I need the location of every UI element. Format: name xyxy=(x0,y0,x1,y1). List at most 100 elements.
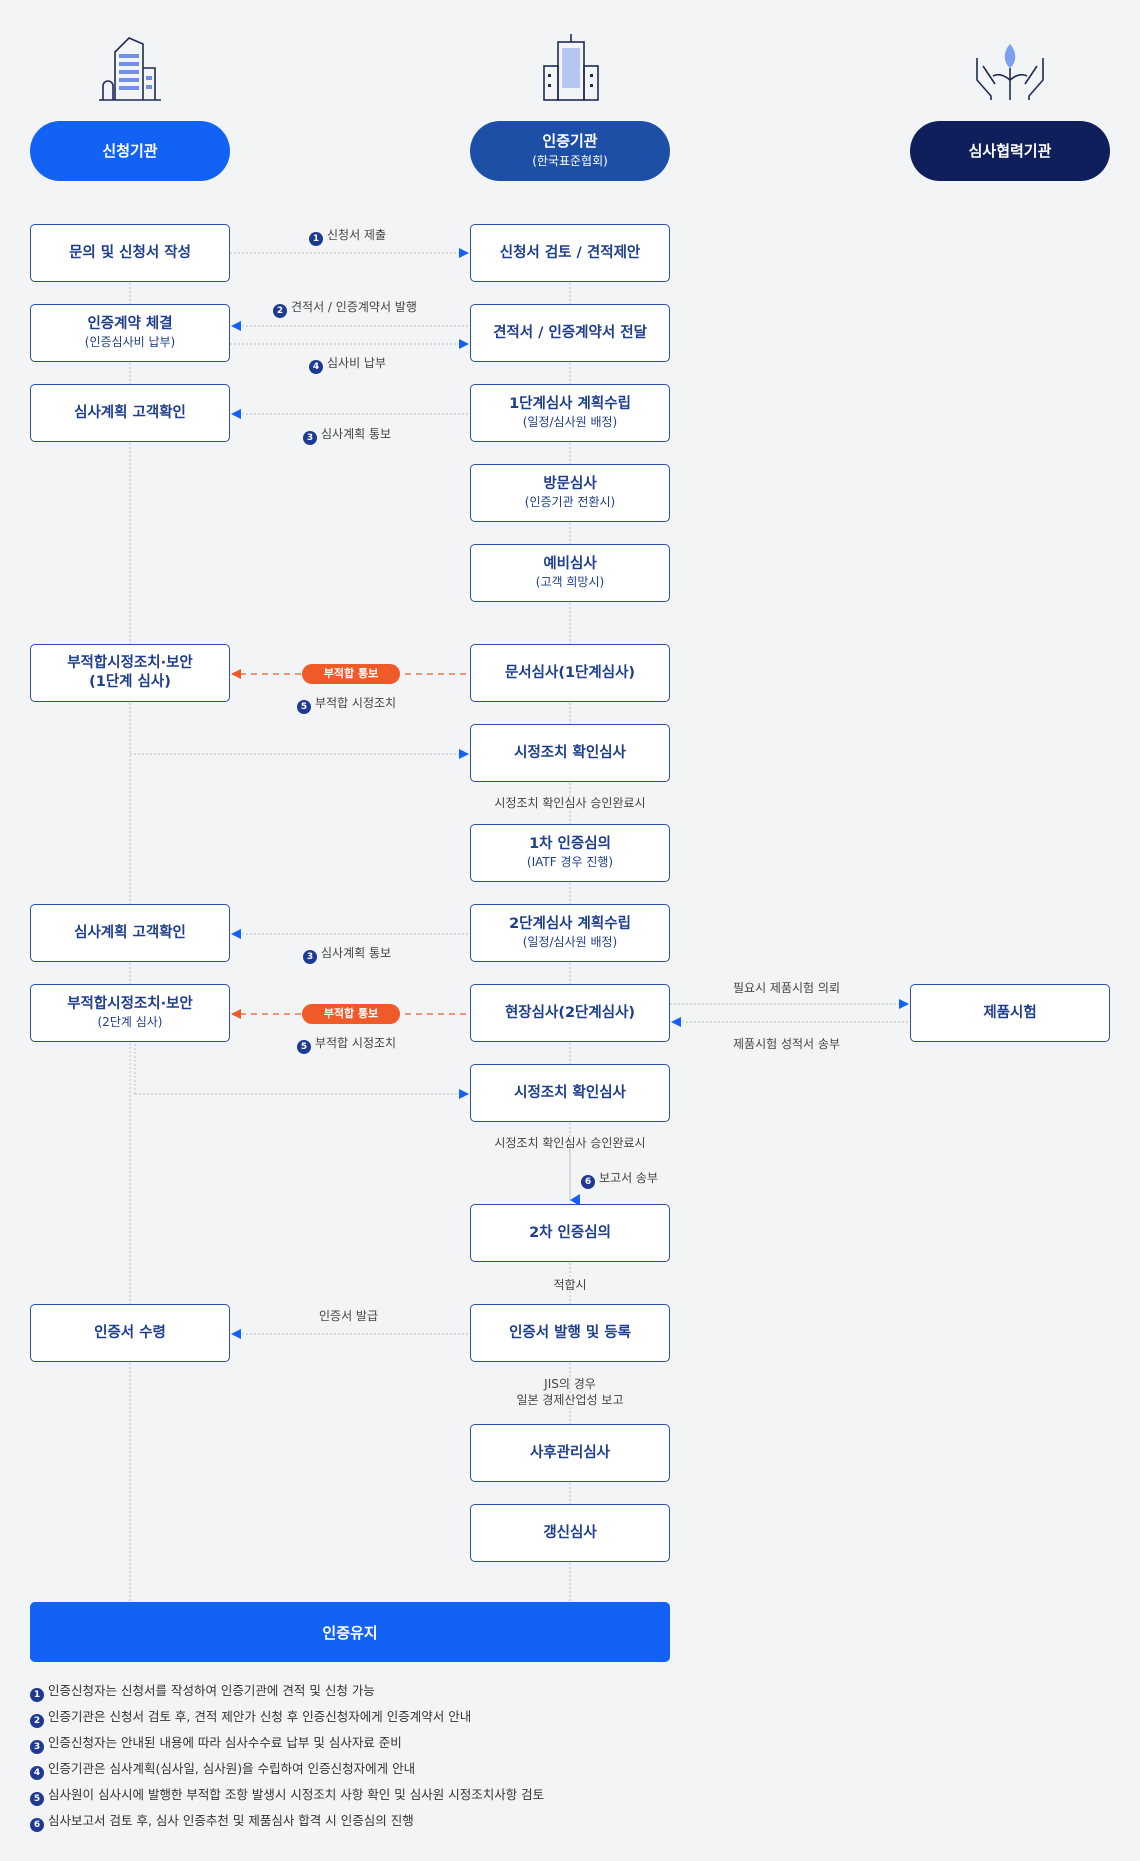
step-stage2-plan: 2단계심사 계획수립 (일정/심사원 배정) xyxy=(470,904,670,962)
step-number-badge: 1 xyxy=(309,232,323,246)
box-label: 문서심사(1단계심사) xyxy=(504,664,636,681)
office-building-icon xyxy=(99,37,161,101)
box-label: 사후관리심사 xyxy=(529,1444,611,1461)
step-second-review: 2차 인증심의 xyxy=(470,1204,670,1262)
box-sub-label: (인증기관 전환시) xyxy=(524,495,616,509)
label-verify-approved-2: 시정조치 확인심사 승인완료시 xyxy=(494,1136,646,1150)
step-number-badge: 3 xyxy=(303,950,317,964)
note-text: 인증신청자는 안내된 내용에 따라 심사수수료 납부 및 심사자료 준비 xyxy=(48,1735,402,1750)
step-number-badge: 5 xyxy=(30,1792,44,1806)
step-number-badge: 2 xyxy=(30,1714,44,1728)
applicant-header: 신청기관 xyxy=(30,121,230,181)
step-certificate-receipt: 인증서 수령 xyxy=(30,1304,230,1362)
note-text: 인증기관은 심사계획(심사일, 심사원)을 수립하여 인증신청자에게 안내 xyxy=(48,1761,416,1776)
step-document-audit: 문서심사(1단계심사) xyxy=(470,644,670,702)
box-label: 2차 인증심의 xyxy=(529,1224,611,1241)
box-label: 갱신심사 xyxy=(543,1524,597,1541)
step-product-test: 제품시험 xyxy=(910,984,1110,1042)
step-number-badge: 6 xyxy=(581,1175,595,1189)
partner-header-label: 심사협력기관 xyxy=(968,142,1052,160)
label-plan-notice-2: 3 심사계획 통보 xyxy=(303,945,391,964)
label-text: 심사계획 통보 xyxy=(321,427,392,441)
label-product-test-request: 필요시 제품시험 의뢰 xyxy=(733,981,840,995)
box-label: 현장심사(2단계심사) xyxy=(504,1004,636,1021)
step-number-badge: 5 xyxy=(297,700,311,714)
note-item: 5 심사원이 심사시에 발행한 부적합 조항 발생시 시정조치 사항 확인 및 심… xyxy=(30,1782,544,1808)
label-corrective-1: 5 부적합 시정조치 xyxy=(297,695,396,714)
step-number-badge: 6 xyxy=(30,1818,44,1832)
step-corrective-action-1: 부적합시정조치·보안 (1단계 심사) xyxy=(30,644,230,702)
box-label: 시정조치 확인심사 xyxy=(514,744,626,761)
cert-body-header-sub: (한국표준협회) xyxy=(532,154,608,168)
tower-building-icon xyxy=(543,34,599,101)
step-first-review: 1차 인증심의 (IATF 경우 진행) xyxy=(470,824,670,882)
label-jis-line2: 일본 경제산업성 보고 xyxy=(516,1393,624,1407)
step-number-badge: 1 xyxy=(30,1688,44,1702)
step-corrective-action-2: 부적합시정조치·보안 (2단계 심사) xyxy=(30,984,230,1042)
step-renewal-audit: 갱신심사 xyxy=(470,1504,670,1562)
step-pre-audit: 예비심사 (고객 희망시) xyxy=(470,544,670,602)
box-label: 문의 및 신청서 작성 xyxy=(69,244,191,261)
box-sub-label: (일정/심사원 배정) xyxy=(522,935,618,949)
note-text: 심사보고서 검토 후, 심사 인증추천 및 제품심사 합격 시 인증심의 진행 xyxy=(48,1813,414,1828)
step-number-badge: 3 xyxy=(303,431,317,445)
step-stage1-plan: 1단계심사 계획수립 (일정/심사원 배정) xyxy=(470,384,670,442)
box-label: 인증서 수령 xyxy=(94,1324,166,1341)
label-text: 심사비 납부 xyxy=(327,356,387,370)
step-corrective-verify-1: 시정조치 확인심사 xyxy=(470,724,670,782)
step-contract-delivery: 견적서 / 인증계약서 전달 xyxy=(470,304,670,362)
box-label: 방문심사 xyxy=(543,476,597,492)
step-plan-confirm-1: 심사계획 고객확인 xyxy=(30,384,230,442)
box-label: 신청서 검토 / 견적제안 xyxy=(499,244,641,261)
box-label: 1차 인증심의 xyxy=(529,836,611,852)
box-label: 인증서 발행 및 등록 xyxy=(509,1324,631,1341)
step-number-badge: 4 xyxy=(30,1766,44,1780)
box-label: 부적합시정조치·보안 xyxy=(67,655,193,671)
label-jis-case: JIS의 경우 일본 경제산업성 보고 xyxy=(470,1376,670,1408)
note-text: 심사원이 심사시에 발행한 부적합 조항 발생시 시정조치 사항 확인 및 심사… xyxy=(48,1787,545,1802)
step-number-badge: 5 xyxy=(297,1040,311,1054)
box-label: 부적합시정조치·보안 xyxy=(67,996,193,1012)
box-sub-label: (IATF 경우 진행) xyxy=(526,855,614,869)
step-number-badge: 4 xyxy=(309,360,323,374)
step-number-badge: 2 xyxy=(273,304,287,318)
note-text: 인증신청자는 신청서를 작성하여 인증기관에 견적 및 신청 가능 xyxy=(48,1683,375,1698)
step-onsite-audit: 현장심사(2단계심사) xyxy=(470,984,670,1042)
note-item: 4 인증기관은 심사계획(심사일, 심사원)을 수립하여 인증신청자에게 안내 xyxy=(30,1756,544,1782)
label-product-test-report: 제품시험 성적서 송부 xyxy=(733,1037,840,1051)
cert-body-header: 인증기관 (한국표준협회) xyxy=(470,121,670,181)
box-sub-label: (1단계 심사) xyxy=(89,674,171,690)
label-text: 부적합 시정조치 xyxy=(315,696,397,710)
label-fee-payment: 4 심사비 납부 xyxy=(309,355,386,374)
note-item: 6 심사보고서 검토 후, 심사 인증추천 및 제품심사 합격 시 인증심의 진행 xyxy=(30,1808,544,1834)
box-label: 2단계심사 계획수립 xyxy=(509,916,631,932)
step-application-form: 문의 및 신청서 작성 xyxy=(30,224,230,282)
label-report-send: 6 보고서 송부 xyxy=(581,1170,658,1189)
step-certificate-issue: 인증서 발행 및 등록 xyxy=(470,1304,670,1362)
box-label: 심사계획 고객확인 xyxy=(74,924,186,941)
certification-maintenance-bar: 인증유지 xyxy=(30,1602,670,1662)
label-certificate-issue: 인증서 발급 xyxy=(319,1309,379,1323)
step-plan-confirm-2: 심사계획 고객확인 xyxy=(30,904,230,962)
label-text: 보고서 송부 xyxy=(599,1171,659,1185)
label-plan-notice-1: 3 심사계획 통보 xyxy=(303,426,391,445)
box-label: 예비심사 xyxy=(543,556,597,572)
box-sub-label: (일정/심사원 배정) xyxy=(522,415,618,429)
nonconformity-notice-badge-1: 부적합 통보 xyxy=(302,664,400,684)
label-text: 심사계획 통보 xyxy=(321,946,392,960)
nonconformity-notice-badge-2: 부적합 통보 xyxy=(302,1004,400,1024)
label-text: 부적합 시정조치 xyxy=(315,1036,397,1050)
applicant-header-label: 신청기관 xyxy=(102,142,158,160)
box-sub-label: (고객 희망시) xyxy=(535,575,605,589)
box-label: 시정조치 확인심사 xyxy=(514,1084,626,1101)
label-corrective-2: 5 부적합 시정조치 xyxy=(297,1035,396,1054)
maintain-label: 인증유지 xyxy=(322,1623,378,1642)
partner-header: 심사협력기관 xyxy=(910,121,1110,181)
label-pass: 적합시 xyxy=(553,1278,587,1292)
